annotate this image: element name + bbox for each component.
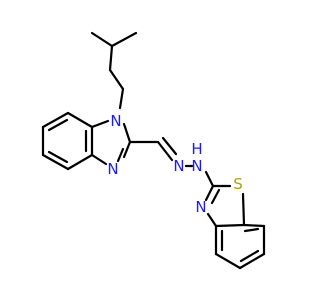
bond	[214, 223, 246, 228]
bond	[239, 249, 260, 263]
bond	[122, 122, 132, 144]
benzothiazole-thiazole-ring	[204, 184, 246, 228]
bond	[156, 140, 174, 162]
atom-benzothiazole-s-label: S	[233, 175, 243, 193]
bond	[110, 31, 138, 48]
bond	[242, 223, 266, 228]
bond	[116, 147, 125, 163]
benzimidazole-imidazole-ring	[90, 119, 132, 166]
hydrazone-linker	[128, 136, 215, 188]
atom-labels: N N N N H N S	[107, 112, 242, 216]
bond	[243, 227, 260, 233]
benzothiazole-benzene-ring	[214, 223, 266, 270]
molecule-canvas: N N N N H N S	[41, 31, 266, 270]
atom-hydrazone-h-label: H	[191, 140, 202, 158]
bond	[161, 136, 178, 156]
bond	[214, 252, 242, 270]
bond	[90, 153, 108, 166]
bond	[241, 192, 246, 227]
bond	[210, 188, 221, 205]
atom-n3-label: N	[107, 160, 118, 178]
bond	[41, 111, 70, 129]
atom-hydrazone-n-amine-label: N	[191, 157, 202, 175]
bond	[108, 44, 114, 72]
benzimidazole-benzene-ring	[41, 111, 94, 171]
bond	[90, 119, 110, 129]
bond	[206, 212, 218, 228]
bond	[108, 68, 125, 91]
atom-benzothiazole-n-label: N	[195, 198, 206, 216]
bond	[66, 153, 94, 171]
bond	[90, 31, 114, 48]
isopentyl-chain	[90, 31, 138, 110]
atom-hydrazone-n-imine-label: N	[173, 157, 184, 175]
bond	[204, 184, 215, 202]
bond	[122, 140, 132, 159]
bond	[204, 170, 215, 188]
bond	[238, 252, 266, 270]
bond	[47, 150, 69, 164]
bond	[66, 111, 94, 129]
structure-diagram: N N N N H N S	[41, 31, 266, 270]
bond	[118, 87, 125, 110]
atom-n1-label: N	[110, 112, 121, 130]
bond	[41, 153, 70, 171]
bond	[47, 118, 69, 132]
